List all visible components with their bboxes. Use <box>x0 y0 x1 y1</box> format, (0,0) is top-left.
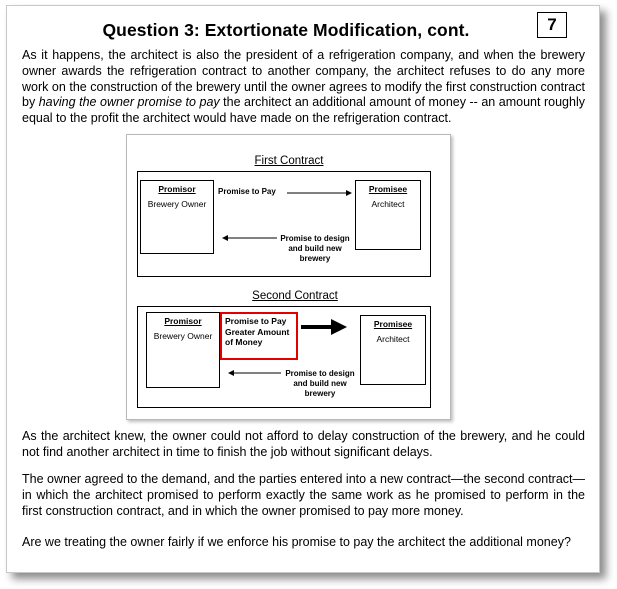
first-design-line-3: brewery <box>299 254 331 263</box>
second-promisor-box: Promisor Brewery Owner <box>146 312 220 388</box>
second-promisee-box: Promisee Architect <box>360 315 426 385</box>
first-promise-to-pay-label: Promise to Pay <box>218 187 276 196</box>
first-design-line-1: Promise to design <box>280 234 350 243</box>
first-promisee-name: Architect <box>371 199 405 209</box>
pay-more-line-1: Promise to Pay <box>225 316 287 326</box>
second-promisee-role: Promisee <box>373 319 413 329</box>
page-number-badge: 7 <box>537 12 567 38</box>
paragraph-delay: As the architect knew, the owner could n… <box>22 429 585 459</box>
first-promise-design-label: Promise to design and build new brewery <box>277 234 353 264</box>
second-design-line-1: Promise to design <box>285 369 355 378</box>
paragraph-question: Are we treating the owner fairly if we e… <box>22 535 571 549</box>
first-promisee-role: Promisee <box>368 184 408 194</box>
paragraph-agreement: The owner agreed to the demand, and the … <box>22 472 585 518</box>
slide: Question 3: Extortionate Modification, c… <box>6 5 600 573</box>
first-promisee-box: Promisee Architect <box>355 180 421 250</box>
first-promisor-role: Promisor <box>158 184 196 194</box>
second-design-line-3: brewery <box>304 389 336 398</box>
second-promisor-name: Brewery Owner <box>153 331 213 341</box>
first-design-line-2: and build new <box>288 244 342 253</box>
paragraph-intro-text-1: As it happens, the architect is also the… <box>22 48 585 110</box>
second-design-line-2: and build new <box>293 379 347 388</box>
first-promisor-name: Brewery Owner <box>147 199 207 209</box>
first-contract-heading: First Contract <box>254 155 324 167</box>
slide-title: Question 3: Extortionate Modification, c… <box>102 20 470 40</box>
second-contract-heading: Second Contract <box>252 290 338 302</box>
contract-diagram: First Contract Promisor Brewery Owner Pr… <box>126 134 451 420</box>
diagram-arrows <box>222 190 352 376</box>
first-promisor-box: Promisor Brewery Owner <box>140 180 214 254</box>
second-promisee-name: Architect <box>376 334 410 344</box>
paragraph-intro: As it happens, the architect is also the… <box>22 48 585 127</box>
pay-more-line-2: Greater Amount <box>225 326 290 337</box>
paragraph-intro-italic: having the owner promise to pay <box>38 95 220 110</box>
second-promisor-role: Promisor <box>164 316 202 326</box>
greater-amount-highlight-box: Promise to Pay Greater Amount of Money <box>220 312 298 360</box>
second-promise-design-label: Promise to design and build new brewery <box>279 369 361 399</box>
pay-more-line-3: of Money <box>225 337 263 347</box>
paragraph-intro-text-2: the architect an additional amount of mo… <box>22 95 585 126</box>
